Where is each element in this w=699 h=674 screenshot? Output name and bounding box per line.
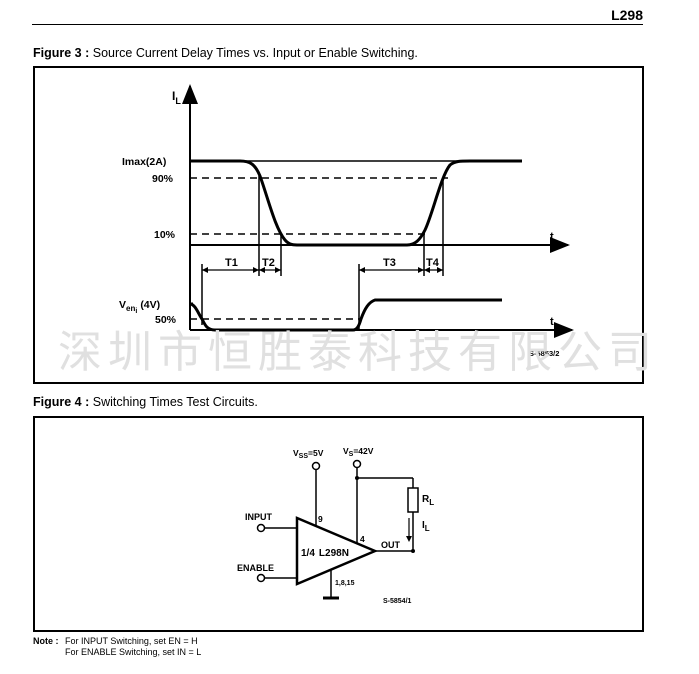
figure4-caption: Figure 4 : Switching Times Test Circuits…: [33, 395, 258, 409]
il-label: IL: [422, 520, 430, 533]
page-header-title: L298: [611, 7, 643, 23]
vs-label: VS=42V: [343, 446, 374, 458]
load-resistor: [407, 487, 419, 513]
imax-label: Imax(2A): [122, 156, 166, 168]
out-label: OUT: [381, 540, 401, 550]
p90-label: 90%: [152, 173, 174, 185]
figure3-caption-label: Figure 3 :: [33, 46, 90, 60]
y-axis-label: IL: [172, 89, 181, 106]
input-label: INPUT: [245, 512, 273, 522]
enable-t-label: t: [550, 316, 554, 328]
figure4-caption-text: Switching Times Test Circuits.: [89, 395, 258, 409]
figure3-caption: Figure 3 : Source Current Delay Times vs…: [33, 46, 418, 60]
figure4-frame: VSS=5V VS=42V RL IL INPUT ENABLE OUT 9 4…: [33, 416, 644, 632]
note: Note : For INPUT Switching, set EN = H Fo…: [33, 636, 201, 658]
note-label: Note :: [33, 636, 59, 646]
timing-diagram: IL Imax(2A) 90% 10% t t T1 T2 T3 T4 Veni…: [119, 84, 574, 358]
out-junction: [411, 549, 415, 553]
t3-label: T3: [383, 257, 396, 269]
test-circuit: VSS=5V VS=42V RL IL INPUT ENABLE OUT 9 4…: [237, 446, 434, 605]
p10-label: 10%: [154, 229, 176, 241]
t4-arrowheads: [424, 267, 443, 273]
note-line1: Note : For INPUT Switching, set EN = H: [33, 636, 201, 647]
enable-terminal: [256, 573, 266, 583]
pin4-label: 4: [360, 534, 365, 544]
figure3-frame: IL Imax(2A) 90% 10% t t T1 T2 T3 T4 Veni…: [33, 66, 644, 384]
vss-label: VSS=5V: [293, 448, 324, 460]
il-arrowhead: [406, 536, 412, 542]
t2-label: T2: [262, 257, 275, 269]
input-terminal: [256, 523, 266, 533]
header-rule: [32, 24, 643, 25]
current-t-label: t: [550, 231, 554, 243]
current-waveform: [190, 159, 522, 247]
rl-label: RL: [422, 494, 434, 507]
enable-label: ENABLE: [237, 563, 274, 573]
pins-gnd-label: 1,8,15: [335, 580, 355, 587]
figure4-caption-label: Figure 4 :: [33, 395, 90, 409]
t1-label: T1: [225, 257, 238, 269]
figure3-caption-text: Source Current Delay Times vs. Input or …: [89, 46, 418, 60]
ven-label: Veni(4V): [119, 299, 160, 315]
note-line2: For ENABLE Switching, set IN = L: [65, 647, 202, 657]
figure3-ref: S-5853/2: [529, 349, 559, 358]
vss-terminal: [311, 461, 321, 471]
t1-arrowheads: [202, 267, 259, 273]
t2-arrowheads: [259, 267, 281, 273]
figure4-ref: S-5854/1: [383, 598, 412, 605]
vs-terminal: [352, 459, 362, 469]
note-line1-text: For INPUT Switching, set EN = H: [65, 636, 198, 646]
pin9-label: 9: [318, 514, 323, 524]
enable-waveform: [189, 298, 502, 332]
p50-label: 50%: [155, 314, 177, 326]
t4-label: T4: [426, 257, 440, 269]
watermark: 深圳市恒胜泰科技有限公司: [58, 327, 658, 378]
l298n-amplifier: [295, 516, 379, 586]
